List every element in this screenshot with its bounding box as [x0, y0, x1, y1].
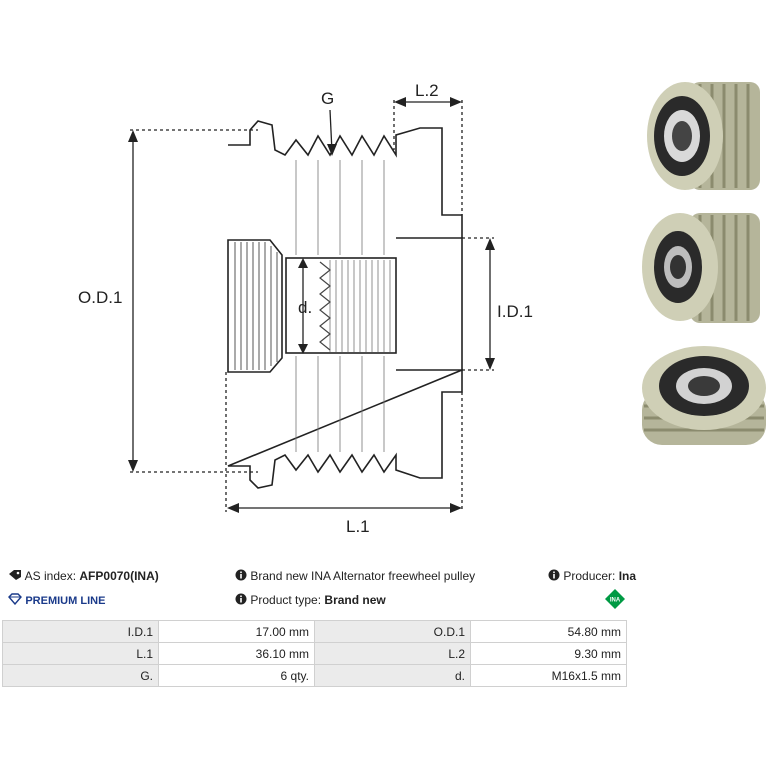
bore: [285, 257, 397, 354]
table-row: I.D.1 17.00 mm O.D.1 54.80 mm: [2, 620, 627, 643]
technical-drawing: O.D.1 I.D.1 L.1 L.2 G d.: [78, 81, 533, 536]
spec-value: M16x1.5 mm: [470, 664, 627, 687]
spec-value: 17.00 mm: [158, 620, 315, 643]
spec-label: L.1: [2, 642, 159, 665]
product-type-label: Product type:: [250, 593, 322, 607]
producer: Producer: Ina: [548, 568, 636, 584]
spline-hub: [227, 239, 283, 373]
dimension-lines: [132, 101, 491, 509]
product-type: Product type: Brand new: [235, 592, 386, 608]
pulley-photo-2: [642, 213, 760, 323]
spec-value: 6 qty.: [158, 664, 315, 687]
extension-lines: [130, 100, 494, 512]
specs-table: I.D.1 17.00 mm O.D.1 54.80 mm L.1 36.10 …: [2, 620, 627, 687]
table-row: L.1 36.10 mm L.2 9.30 mm: [2, 642, 627, 665]
info-icon: [235, 593, 247, 609]
spec-label: d.: [314, 664, 471, 687]
product-type-value: Brand new: [324, 593, 386, 607]
spec-value: 9.30 mm: [470, 642, 627, 665]
diamond-icon: [8, 593, 22, 609]
info-icon: [548, 569, 560, 585]
description-text: Brand new INA Alternator freewheel pulle…: [250, 569, 476, 583]
od-label: O.D.1: [78, 288, 122, 307]
pulley-photo-3: [642, 346, 766, 445]
info-icon: [235, 569, 247, 585]
product-photos: [630, 70, 770, 470]
producer-label: Producer:: [563, 569, 616, 583]
thread-profile: [319, 261, 331, 351]
spec-label: G.: [2, 664, 159, 687]
spline-hatching: [234, 242, 278, 370]
spec-label: L.2: [314, 642, 471, 665]
pulley-photo-1: [647, 82, 760, 190]
id-label: I.D.1: [497, 302, 533, 321]
right-step: [396, 237, 463, 371]
tag-icon: [8, 569, 22, 585]
as-index: AS index: AFP0070(INA): [8, 568, 159, 584]
groove-lines: [295, 160, 385, 452]
thread-hatching: [329, 260, 391, 352]
spec-label: O.D.1: [314, 620, 471, 643]
svg-text:INA: INA: [610, 598, 621, 604]
product-info: AS index: AFP0070(INA) PREMIUM LINE Bran…: [0, 560, 640, 620]
g-label: G: [321, 89, 334, 108]
premium-line: PREMIUM LINE: [8, 592, 105, 608]
spec-label: I.D.1: [2, 620, 159, 643]
pulley-outline: [227, 120, 463, 489]
premium-line-label: PREMIUM LINE: [25, 595, 106, 607]
as-index-value: AFP0070(INA): [79, 569, 159, 583]
l1-label: L.1: [346, 517, 370, 536]
table-row: G. 6 qty. d. M16x1.5 mm: [2, 664, 627, 687]
spec-value: 36.10 mm: [158, 642, 315, 665]
as-index-label: AS index:: [24, 569, 77, 583]
d-label: d.: [298, 298, 312, 317]
spec-value: 54.80 mm: [470, 620, 627, 643]
l2-label: L.2: [415, 81, 439, 100]
description: Brand new INA Alternator freewheel pulle…: [235, 568, 475, 584]
ina-logo: INA: [605, 589, 625, 609]
arrowheads: [128, 97, 495, 513]
producer-value: Ina: [618, 569, 637, 583]
